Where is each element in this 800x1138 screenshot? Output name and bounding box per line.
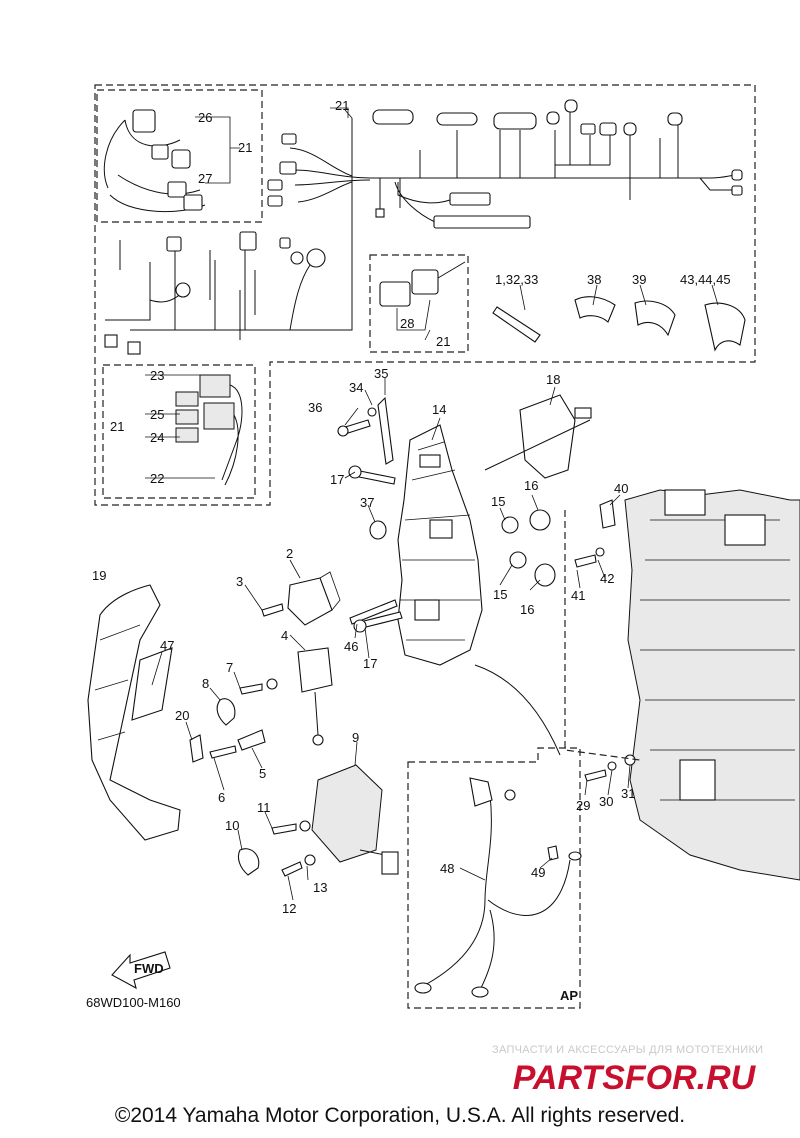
- callout-7: 7: [226, 660, 233, 675]
- callout-14: 14: [432, 402, 446, 417]
- callout-21: 21: [335, 98, 349, 113]
- callout-19: 19: [92, 568, 106, 583]
- diagram-code: 68WD100-M160: [86, 995, 181, 1010]
- callout-20: 20: [175, 708, 189, 723]
- rectifier-9: [311, 764, 399, 875]
- clamps: [492, 296, 746, 352]
- callout-46: 46: [344, 639, 358, 654]
- callout-39: 39: [632, 272, 646, 287]
- callout-37: 37: [360, 495, 374, 510]
- callout-18: 18: [546, 372, 560, 387]
- watermark-logo-text: PARTSFOR.RU: [513, 1059, 757, 1096]
- callout-6: 6: [218, 790, 225, 805]
- harness-kit-box: [94, 84, 756, 506]
- callout-35: 35: [374, 366, 388, 381]
- callout-27: 27: [198, 171, 212, 186]
- callout-17: 17: [363, 656, 377, 671]
- callout-8: 8: [202, 676, 209, 691]
- callout-13: 13: [313, 880, 327, 895]
- callout-28: 28: [400, 316, 414, 331]
- callout-2: 2: [286, 546, 293, 561]
- callout-15: 15: [493, 587, 507, 602]
- group-frame-line: [564, 510, 641, 761]
- callout-1-32-33: 1,32,33: [495, 272, 538, 287]
- callout-16: 16: [524, 478, 538, 493]
- watermark-subtitle: ЗАПЧАСТИ И АКСЕССУАРЫ ДЛЯ МОТОТЕХНИКИ: [492, 1044, 764, 1056]
- callout-ap: AP: [560, 988, 578, 1003]
- callout-10: 10: [225, 818, 239, 833]
- callout-29: 29: [576, 798, 590, 813]
- leader-lines: [151, 109, 719, 901]
- callout-17: 17: [330, 472, 344, 487]
- callout-23: 23: [150, 368, 164, 383]
- callout-25: 25: [150, 407, 164, 422]
- callout-16: 16: [520, 602, 534, 617]
- holder-18: [484, 394, 592, 479]
- harness-branch-sensors: [104, 231, 326, 355]
- callout-5: 5: [259, 766, 266, 781]
- callout-24: 24: [150, 430, 164, 445]
- small-parts-lower: [237, 820, 316, 877]
- copyright-notice: ©2014 Yamaha Motor Corporation, U.S.A. A…: [114, 1104, 686, 1127]
- callout-47: 47: [160, 638, 174, 653]
- callout-3: 3: [236, 574, 243, 589]
- callout-26: 26: [198, 110, 212, 125]
- harness-sub-assembly-26-27: [103, 109, 240, 212]
- callout-36: 36: [308, 400, 322, 415]
- callout-40: 40: [614, 481, 628, 496]
- fasteners-top: [337, 396, 556, 633]
- callout-11: 11: [257, 800, 271, 815]
- callout-38: 38: [587, 272, 601, 287]
- callout-15: 15: [491, 494, 505, 509]
- connector-bundle-22-25: [145, 374, 243, 486]
- ap-ground-lead-box: [407, 664, 582, 1009]
- small-parts-left: [189, 678, 278, 763]
- callout-22: 22: [150, 471, 164, 486]
- callout-49: 49: [531, 865, 545, 880]
- engine-block: [574, 489, 800, 881]
- callout-21: 21: [436, 334, 450, 349]
- relay-4: [297, 647, 333, 746]
- callout-48: 48: [440, 861, 454, 876]
- callout-34: 34: [349, 380, 363, 395]
- callout-41: 41: [571, 588, 585, 603]
- watermark-logo: PARTSFOR.RU: [513, 1059, 757, 1096]
- relay-2: [261, 571, 341, 626]
- relay-box-28: [379, 261, 466, 331]
- fwd-label: FWD: [134, 961, 164, 976]
- callout-30: 30: [599, 794, 613, 809]
- main-wire-harness: [130, 99, 743, 331]
- callout-42: 42: [600, 571, 614, 586]
- callout-12: 12: [282, 901, 296, 916]
- callout-43-44-45: 43,44,45: [680, 272, 731, 287]
- callout-31: 31: [621, 786, 635, 801]
- fwd-arrow-icon: FWD: [111, 951, 171, 990]
- callout-21: 21: [238, 140, 252, 155]
- callout-4: 4: [281, 628, 288, 643]
- cover-19: [87, 584, 181, 841]
- callout-labels: 26 21 27 21 28 21 1,32,33 38 39 43,44,45…: [92, 98, 731, 1003]
- electrical-bracket-14: [397, 424, 483, 666]
- callout-9: 9: [352, 730, 359, 745]
- callout-21: 21: [110, 419, 124, 434]
